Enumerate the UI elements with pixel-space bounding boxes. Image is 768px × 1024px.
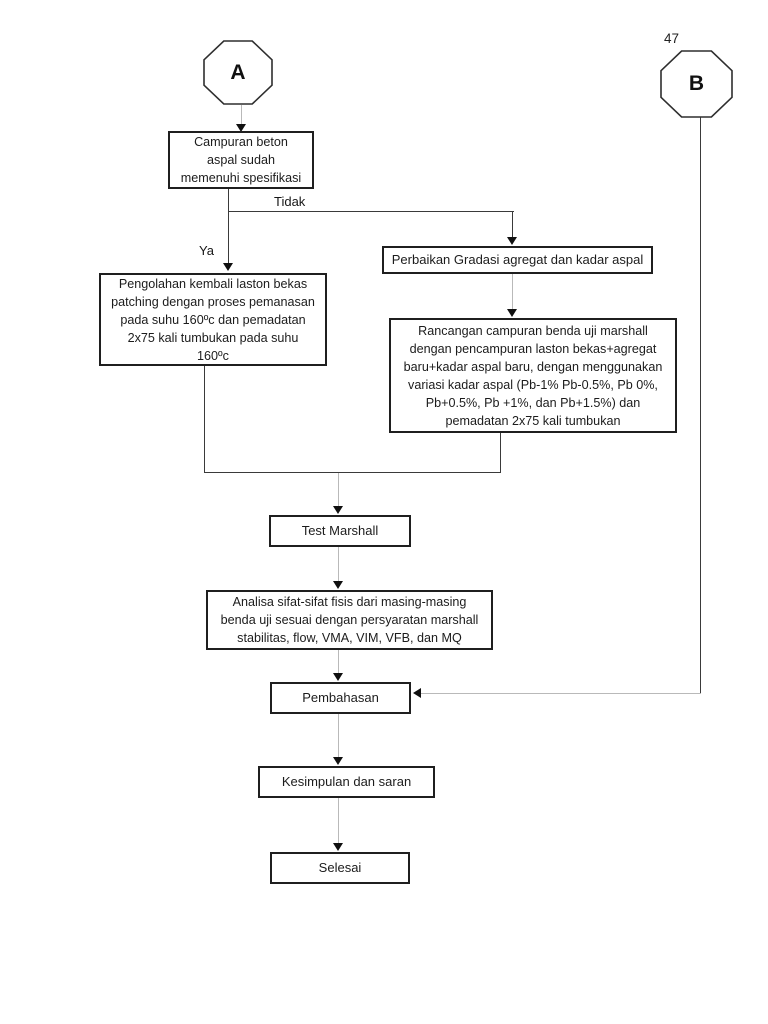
node-perbaikan-gradasi: Perbaikan Gradasi agregat dan kadar aspa…	[382, 246, 653, 274]
node-kesimpulan-saran: Kesimpulan dan saran	[258, 766, 435, 798]
edge-analisa-to-pembahasan-arrowhead	[333, 673, 343, 681]
edge-label-ya: Ya	[199, 243, 214, 258]
edge-b-to-pembahasan	[421, 693, 701, 695]
edge-test-to-analisa	[338, 547, 340, 583]
edge-analisa-to-pembahasan	[338, 650, 340, 675]
edge-a-to-campuran	[241, 105, 243, 127]
connector-b: B	[660, 50, 733, 118]
node-selesai: Selesai	[270, 852, 410, 884]
edge-kesimpulan-to-selesai	[338, 798, 340, 844]
edge-perbaikan-to-rancangan	[512, 274, 514, 312]
node-pembahasan: Pembahasan	[270, 682, 411, 714]
edge-pembahasan-to-kesimpulan	[338, 714, 340, 758]
node-rancangan-campuran: Rancangan campuran benda uji marshall de…	[389, 318, 677, 433]
edge-perbaikan-to-rancangan-arrowhead	[507, 309, 517, 317]
edge-convergence-horizontal	[204, 472, 501, 474]
connector-b-label: B	[688, 72, 705, 95]
edge-tidak-arrowhead	[507, 237, 517, 245]
edge-rancangan-down	[500, 433, 502, 473]
node-campuran-beton: Campuran beton aspal sudah memenuhi spes…	[168, 131, 314, 189]
octagon-b-icon	[660, 50, 733, 118]
edge-tidak-horizontal	[228, 211, 514, 213]
page-number: 47	[664, 31, 680, 46]
edge-pengolahan-down	[204, 365, 206, 473]
edge-to-test-marshall	[338, 473, 340, 508]
node-test-marshall: Test Marshall	[269, 515, 411, 547]
edge-to-test-marshall-arrowhead	[333, 506, 343, 514]
edge-b-to-pembahasan-arrowhead	[413, 688, 421, 698]
edge-ya-arrowhead	[223, 263, 233, 271]
edge-a-to-campuran-arrowhead	[236, 124, 246, 132]
node-pengolahan-kembali: Pengolahan kembali laston bekas patching…	[99, 273, 327, 366]
edge-tidak-vertical	[512, 211, 514, 238]
edge-test-to-analisa-arrowhead	[333, 581, 343, 589]
octagon-a-icon	[203, 40, 273, 105]
edge-label-tidak: Tidak	[274, 194, 306, 209]
connector-a: A	[203, 40, 273, 105]
connector-a-label: A	[230, 60, 246, 84]
edge-campuran-ya	[228, 189, 230, 264]
edge-pembahasan-to-kesimpulan-arrowhead	[333, 757, 343, 765]
edge-b-vertical	[700, 100, 702, 693]
edge-kesimpulan-to-selesai-arrowhead	[333, 843, 343, 851]
node-analisa-sifat: Analisa sifat-sifat fisis dari masing-ma…	[206, 590, 493, 650]
